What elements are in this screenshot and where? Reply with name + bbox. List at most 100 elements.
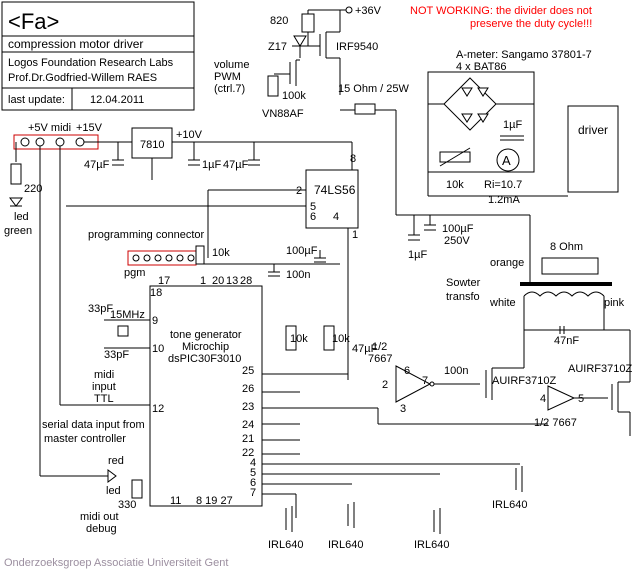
update-label: last update: (8, 94, 65, 106)
pin17-label: 17 (158, 275, 170, 287)
c47uf-b-label: 47µF (223, 159, 249, 171)
v5-midi-label: +5V midi (28, 122, 71, 134)
pwm-stage: +36V 820 Z17 IRF9540 volume PWM (ctrl.7)… (214, 5, 382, 120)
c47uf-c-label: 47µF (352, 343, 378, 355)
r10k-b-label: 10k (290, 333, 308, 345)
buffer-7667-a (395, 365, 432, 403)
pin26-label: 26 (242, 383, 254, 395)
programming-connector: programming connector pgm 10k 100µF 100n (88, 229, 340, 281)
pin6-label: 6 (250, 477, 256, 489)
c47nf-label: 47nF (554, 335, 579, 347)
driver-7667-b: AUIRF3710Z 4 5 1/2 7667 (377, 329, 632, 436)
pin12-label: 12 (152, 403, 164, 415)
pin23-label: 23 (242, 401, 254, 413)
prog-conn-label: programming connector (88, 229, 205, 241)
resistor-100k (267, 75, 279, 97)
crystal-block: 33pF 15MHz 33pF (88, 303, 150, 361)
r10k-meter-label: 10k (446, 179, 464, 191)
resistor-15ohm (354, 103, 376, 115)
ameter-label-1: A-meter: Sangamo 37801-7 (456, 49, 592, 61)
a-meter-block: A-meter: Sangamo 37801-7 4 x BAT86 1µF 1… (427, 49, 619, 206)
resistor-10k-b (285, 325, 297, 351)
led-red-label-2: led (106, 485, 121, 497)
c100n-label: 100n (286, 269, 310, 281)
ls56-pin8: 8 (350, 153, 356, 165)
pin21-label: 21 (242, 433, 254, 445)
ls56-pin1: 1 (352, 229, 358, 241)
led-green-label-1: led (14, 211, 29, 223)
half7667b-label: 1/2 7667 (534, 417, 577, 429)
pin1-label: 1 (200, 275, 206, 287)
ls56-label: 74LS56 (314, 183, 356, 197)
ohm8-label: 8 Ohm (550, 241, 583, 253)
resistor-10k-a (195, 245, 205, 265)
p7667-7-label: 7 (422, 375, 428, 387)
pgm-label: pgm (124, 267, 145, 279)
driver-box (567, 105, 619, 193)
pin13-label: 13 (226, 275, 238, 287)
irf9540-label: IRF9540 (336, 41, 378, 53)
dspic-body (149, 285, 263, 507)
regulator-7810 (131, 127, 173, 159)
c47uf-a-label: 47µF (84, 159, 110, 171)
pin25-label: 25 (242, 365, 254, 377)
irl640-a-label: IRL640 (268, 539, 303, 551)
zener-diode (293, 35, 307, 47)
ammeter-letter: A (502, 153, 511, 168)
buffer-7667-b (547, 385, 576, 411)
pin4-label: 4 (250, 457, 256, 469)
pin24-label: 24 (242, 419, 254, 431)
title-block: <Fa> compression motor driver Logos Foun… (1, 1, 195, 111)
sowter-label-1: Sowter (446, 277, 481, 289)
transformer-block: 8 Ohm orange Sowter transfo white pink 4… (446, 215, 625, 347)
tone-label-2: Microchip (182, 341, 229, 353)
v36-label: +36V (355, 5, 382, 17)
half7667a-label-1: 1/2 (372, 341, 387, 353)
serial-label-2: master controller (44, 433, 126, 445)
white-label: white (489, 297, 516, 309)
c1uf-b-label: 1µF (408, 249, 427, 261)
pin10-label: 10 (152, 343, 164, 355)
ic-74ls56: 74LS56 2 5 6 4 1 (66, 169, 359, 380)
serial-label-1: serial data input from (42, 419, 145, 431)
pin9-label: 9 (152, 315, 158, 327)
c100uf-b-label: 100µF (286, 245, 318, 257)
sowter-label-2: transfo (446, 291, 480, 303)
midi-out-label-1: midi out (80, 511, 119, 523)
volume-label-1: volume (214, 59, 249, 71)
speaker-coil (541, 257, 599, 275)
c33pf-b-label: 33pF (104, 349, 129, 361)
ls56-pin2: 2 (296, 185, 302, 197)
midi-label-3: TTL (94, 393, 114, 405)
pin18-label: 18 (150, 287, 162, 299)
ls56-pin4: 4 (333, 211, 339, 223)
ameter-label-2: 4 x BAT86 (456, 61, 507, 73)
warning-line-1: NOT WORKING: the divider does not (410, 5, 592, 17)
p7667-6-label: 6 (404, 365, 410, 377)
r820-label: 820 (270, 15, 288, 27)
r15ohm-label: 15 Ohm / 25W (338, 83, 410, 95)
p7667-5-label: 5 (578, 393, 584, 405)
p7667-3-label: 3 (400, 403, 406, 415)
crystal (117, 325, 129, 337)
subtitle-text: compression motor driver (8, 37, 143, 51)
pin-8-19-27-label: 8 19 27 (196, 495, 233, 507)
irl640-b-label: IRL640 (328, 539, 363, 551)
p7667-4-label: 4 (540, 393, 546, 405)
midi-out-block: red led 330 midi out debug (39, 240, 143, 535)
reg-7810-label: 7810 (140, 139, 164, 151)
warning-line-2: preserve the duty cycle!!! (470, 18, 592, 30)
resistor-820 (301, 13, 315, 33)
ic-74ls56-body (305, 169, 359, 229)
volume-label-3: (ctrl.7) (214, 83, 245, 95)
pin7-label: 7 (250, 487, 256, 499)
driver-7667-a: 1/2 7667 2 6 7 3 100n AUIRF3710Z (368, 330, 556, 415)
ri-label: Ri=10.7 (484, 179, 522, 191)
resistor-330 (131, 479, 143, 499)
orange-label: orange (490, 257, 524, 269)
auirf-b-label: AUIRF3710Z (568, 363, 632, 375)
author-text: Prof.Dr.Godfried-Willem RAES (8, 72, 157, 84)
volume-label-2: PWM (214, 71, 241, 83)
v15-label: +15V (76, 122, 103, 134)
